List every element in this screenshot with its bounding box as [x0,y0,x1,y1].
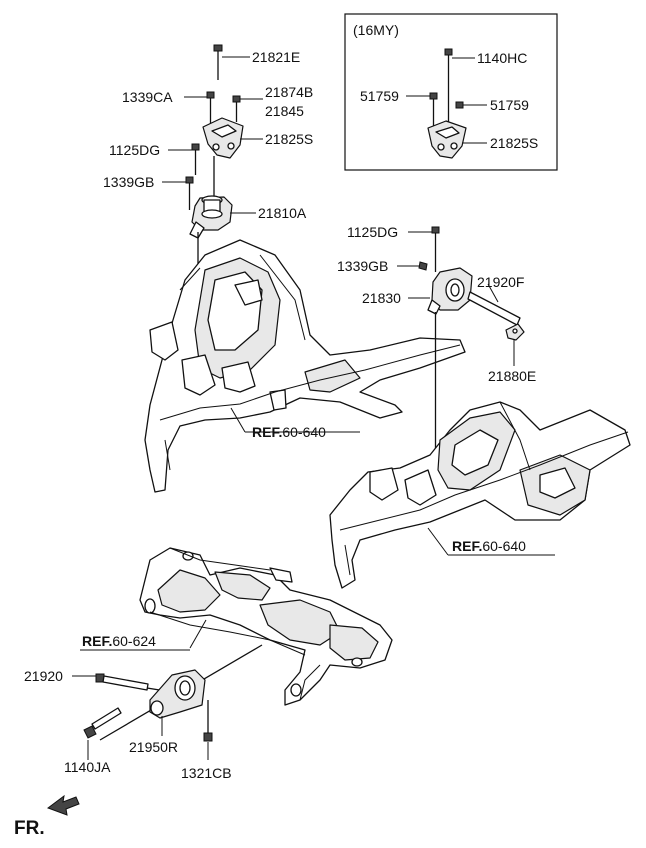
engine-mount-21810a[interactable] [189,195,233,239]
variant-box-title: (16MY) [353,22,399,38]
label-1339ca: 1339CA [122,89,173,105]
right-side-member-assembly [329,401,631,589]
label-21874b: 21874B [265,84,313,100]
engine-mount-group: 21821E 1339CA 21874B 21845 21825S [103,44,313,390]
label-21920: 21920 [24,668,63,684]
front-subframe-assembly [139,547,393,706]
ref-code: 60-640 [482,538,526,554]
bolt-21920[interactable] [95,673,149,691]
label-1321cb: 1321CB [181,765,232,781]
front-arrow-icon [46,794,80,816]
label-21830: 21830 [362,290,401,306]
nut-1339ca[interactable] [206,91,215,99]
label-21810a: 21810A [258,205,307,221]
label-21920f: 21920F [477,274,524,290]
roll-rod-21950r[interactable] [149,669,206,719]
ref-prefix: REF. [452,538,482,554]
ref-prefix: REF. [252,424,282,440]
ref-code: 60-640 [282,424,326,440]
label-21825s: 21825S [265,131,313,147]
label-1140ja: 1140JA [64,759,111,775]
label-21950r: 21950R [129,739,178,755]
front-marker: FR. [14,794,80,839]
bolt-1125dg-right[interactable] [431,226,440,272]
label-51759-left: 51759 [360,88,399,104]
bolt-1140hc[interactable] [444,48,453,72]
transmission-mount-21830[interactable] [427,267,473,315]
bolt-1140ja[interactable] [83,707,122,739]
label-51759-right: 51759 [490,97,529,113]
label-1140hc: 1140HC [477,50,527,66]
bolt-1125dg-left[interactable] [191,143,200,175]
label-21825s-16my: 21825S [490,135,538,151]
transmission-mount-group: 1125DG 1339GB 21830 21920F 21880E [337,224,536,470]
variant-box-frame [344,13,558,171]
nut-51759-right[interactable] [455,101,464,109]
label-1339gb-left: 1339GB [103,174,154,190]
variant-16my-box: (16MY) 1140HC 51759 51759 21825S [344,13,558,171]
nut-1339gb-right[interactable] [418,261,428,271]
ref-60-640-right: REF.60-640 [452,538,526,554]
label-21845: 21845 [265,103,304,119]
bolt-21821e[interactable] [213,44,223,80]
ref-60-640-left: REF.60-640 [252,424,326,440]
label-1339gb-right: 1339GB [337,258,388,274]
roll-rod-group: 21920 21950R 1140JA 1321CB [24,644,263,781]
label-21821e: 21821E [252,49,300,65]
bracket-21825s-16my[interactable] [427,120,467,159]
nut-51759-left[interactable] [429,92,438,100]
label-21880e: 21880E [488,368,536,384]
ref-prefix: REF. [82,633,112,649]
nut-1339gb-left[interactable] [185,176,194,210]
ref-code: 60-624 [112,633,156,649]
bracket-21880e[interactable] [505,323,525,341]
label-1125dg-left: 1125DG [109,142,160,158]
nut-1321cb[interactable] [203,732,213,742]
ref-60-624: REF.60-624 [82,633,156,649]
left-side-member-assembly [144,239,466,493]
bolt-21874b[interactable] [232,95,241,122]
bolt-21920f[interactable] [467,291,521,326]
front-label: FR. [14,818,45,839]
bracket-21825s[interactable] [202,117,244,159]
label-1125dg-right: 1125DG [347,224,398,240]
